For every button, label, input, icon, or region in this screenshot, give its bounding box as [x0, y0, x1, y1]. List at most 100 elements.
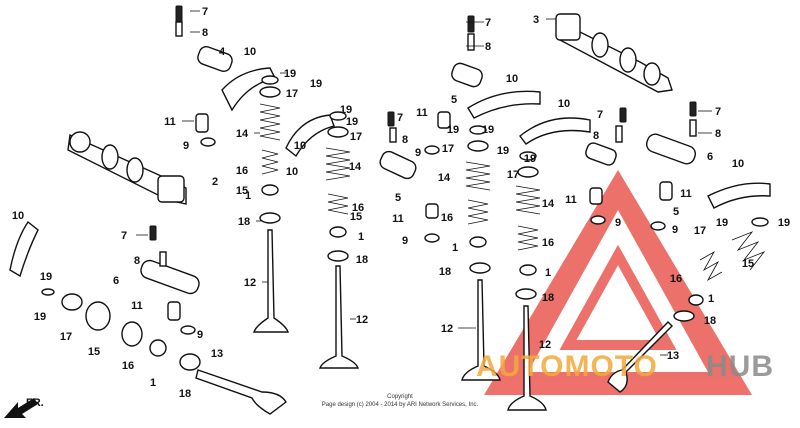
callout-number: 14 [542, 198, 555, 210]
rocker-shafts [140, 46, 697, 295]
adjuster-screws [149, 5, 697, 267]
callout-number: 10 [506, 73, 518, 85]
callout-number: 17 [60, 331, 72, 343]
callout-number: 15 [742, 258, 754, 270]
callout-number: 11 [164, 116, 176, 128]
callout-number: 19 [340, 104, 352, 116]
callout-number: 16 [670, 273, 682, 285]
callout-number: 19 [284, 68, 296, 80]
leader-lines [136, 10, 712, 356]
callout-number: 11 [416, 107, 428, 119]
callout-number: 10 [558, 98, 570, 110]
watermark-text-hub: HUB [706, 350, 774, 383]
spring-stack-e [673, 217, 769, 322]
callout-number: 7 [485, 17, 491, 29]
callout-number: 19 [716, 217, 728, 229]
callout-number: 13 [667, 350, 679, 362]
callout-number: 17 [286, 88, 298, 100]
watermark-triangle-logo [484, 170, 752, 395]
callout-number: 7 [202, 6, 208, 18]
callout-number: 11 [392, 213, 404, 225]
callout-number: 10 [286, 166, 298, 178]
spring-stack-d [515, 151, 541, 300]
spring-stack-a [259, 75, 281, 224]
front-direction-arrow: FR. [4, 397, 44, 418]
callout-number: 15 [236, 185, 248, 197]
callout-number: 16 [352, 202, 364, 214]
callout-number: 6 [707, 151, 713, 163]
spring-stack-c [465, 125, 491, 274]
callout-number: 8 [402, 134, 408, 146]
callout-number: 7 [715, 106, 721, 118]
rocker-arm-center-right [519, 117, 591, 145]
callout-number: 8 [202, 27, 208, 39]
callout-number: 9 [615, 217, 621, 229]
callout-number: 12 [441, 323, 453, 335]
callout-number: 19 [310, 78, 322, 90]
copyright-line-1: Copyright [387, 394, 413, 400]
callout-number: 8 [134, 255, 140, 267]
callout-number: 5 [395, 192, 401, 204]
callout-number: 10 [294, 140, 306, 152]
callout-number: 19 [346, 116, 358, 128]
callout-number: 10 [244, 46, 256, 58]
callout-number: 2 [212, 176, 218, 188]
callout-number: 7 [597, 109, 603, 121]
callout-number: 17 [507, 169, 519, 181]
callout-number: 16 [122, 360, 134, 372]
callout-number: 17 [694, 225, 706, 237]
callout-number: 8 [715, 128, 721, 140]
callout-number: 5 [673, 206, 679, 218]
callout-number: 9 [183, 140, 189, 152]
watermark-wordmark: AUTOMOTO HUB [476, 350, 774, 383]
callout-number: 1 [545, 267, 551, 279]
callout-number: 18 [238, 216, 250, 228]
callout-number: 13 [211, 348, 223, 360]
callout-number: 17 [350, 131, 362, 143]
callout-number: 14 [438, 172, 451, 184]
callout-number: 16 [441, 212, 453, 224]
callout-number: 18 [356, 254, 368, 266]
callout-number: 11 [680, 188, 692, 200]
rocker-arm-far-left [9, 220, 39, 278]
rocker-arm-center [467, 90, 541, 119]
callout-number: 11 [565, 194, 577, 206]
callout-number: 3 [533, 14, 539, 26]
direction-label: FR. [26, 397, 44, 409]
callout-number: 1 [708, 293, 714, 305]
callout-number: 9 [402, 235, 408, 247]
callout-number: 1 [150, 377, 156, 389]
rocker-arm-left-mid [285, 114, 335, 158]
callout-number: 19 [524, 153, 536, 165]
callout-number: 15 [88, 346, 100, 358]
callout-number: 12 [356, 314, 368, 326]
callout-number: 6 [113, 275, 119, 287]
spring-stack-b [325, 111, 351, 262]
callout-number: 5 [451, 94, 457, 106]
callout-number: 19 [482, 124, 494, 136]
callout-number: 1 [452, 242, 458, 254]
valves [195, 229, 673, 415]
callout-number: 8 [485, 41, 491, 53]
callout-number: 1 [245, 190, 251, 202]
pins-and-orings [167, 111, 673, 335]
callout-number: 19 [778, 217, 790, 229]
callout-number: 1 [358, 231, 364, 243]
callout-number: 19 [497, 145, 509, 157]
callout-number: 17 [442, 143, 454, 155]
callout-number: 15 [350, 211, 362, 223]
callout-number: 4 [219, 46, 226, 58]
callout-number: 18 [179, 388, 191, 400]
rocker-arm-right [707, 182, 771, 209]
watermark-text-automoto: AUTOMOTO [476, 350, 658, 383]
callout-number: 9 [672, 224, 678, 236]
callout-number: 12 [539, 339, 551, 351]
callout-number: 8 [593, 130, 599, 142]
callout-number: 10 [12, 210, 24, 222]
callout-number: 18 [542, 292, 554, 304]
callout-number: 11 [131, 300, 143, 312]
callout-number: 14 [349, 161, 362, 173]
callout-number: 9 [197, 329, 203, 341]
